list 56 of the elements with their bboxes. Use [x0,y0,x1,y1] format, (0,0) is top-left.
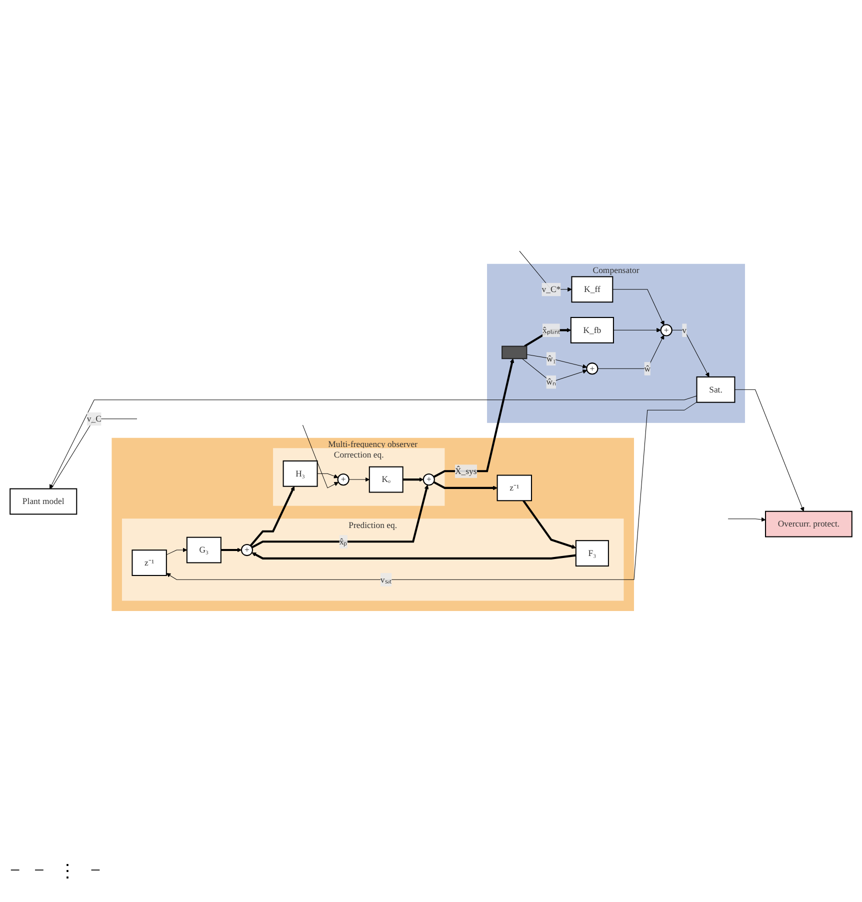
arrow [524,328,572,348]
node-box: z⁻¹ [132,550,167,576]
node-box: H₃ [282,460,318,487]
arrow [433,358,514,478]
arrow [166,402,698,580]
edge-label: x̂ₚₗₐₙₜ [542,325,560,335]
node-circle: + [422,474,435,486]
arrow [526,354,588,369]
node-box: K_ff [571,276,614,303]
edge-label: v_C [86,414,102,424]
sign-label: ⋮ [58,860,76,882]
node-box: K_fb [570,316,614,344]
node-circle: + [240,544,254,556]
sign-label: − [34,860,44,882]
arrow [672,330,710,378]
edge-label: ŵ [644,364,651,374]
arrow [522,358,588,382]
edge-label: v_C* [542,284,561,294]
node-box: F₃ [575,540,609,566]
edge-label: x̂ₚ [339,536,348,546]
arrow [302,424,339,488]
node-box: G₃ [186,536,222,564]
arrow [166,548,188,556]
node-circle: + [337,474,350,486]
arrow [728,517,766,522]
node-box: z⁻¹ [496,474,532,502]
arrow [613,328,662,332]
arrow [250,486,295,546]
node-circle: + [586,362,598,375]
arrow [519,250,572,292]
node-circle: + [660,324,672,336]
arrow [252,552,576,560]
arrow [734,389,804,512]
arrow [251,484,429,548]
arrow [522,500,576,549]
edge-label: X̂_sys [454,466,477,476]
node-box: Sat. [696,376,736,403]
node-box: Overcurr. protect. [765,510,852,538]
node-box: Kₒ [368,466,404,493]
arrow [612,289,664,326]
edge-label: vₛₐₜ [380,574,392,584]
edge-label: v [682,325,687,335]
node-bar [502,346,528,360]
arrow [348,477,370,482]
edge-label: ŵ₁ [546,354,556,364]
arrow [433,481,498,490]
edge-label: ŵₙ [546,377,556,387]
connector [50,418,138,490]
arrow [402,477,424,482]
node-box: Plant model [10,488,78,515]
sign-label: − [10,860,20,882]
arrow [317,473,338,478]
sign-label: − [90,860,100,882]
arrow [220,548,242,552]
arrow [50,396,698,489]
arrow [597,334,664,369]
